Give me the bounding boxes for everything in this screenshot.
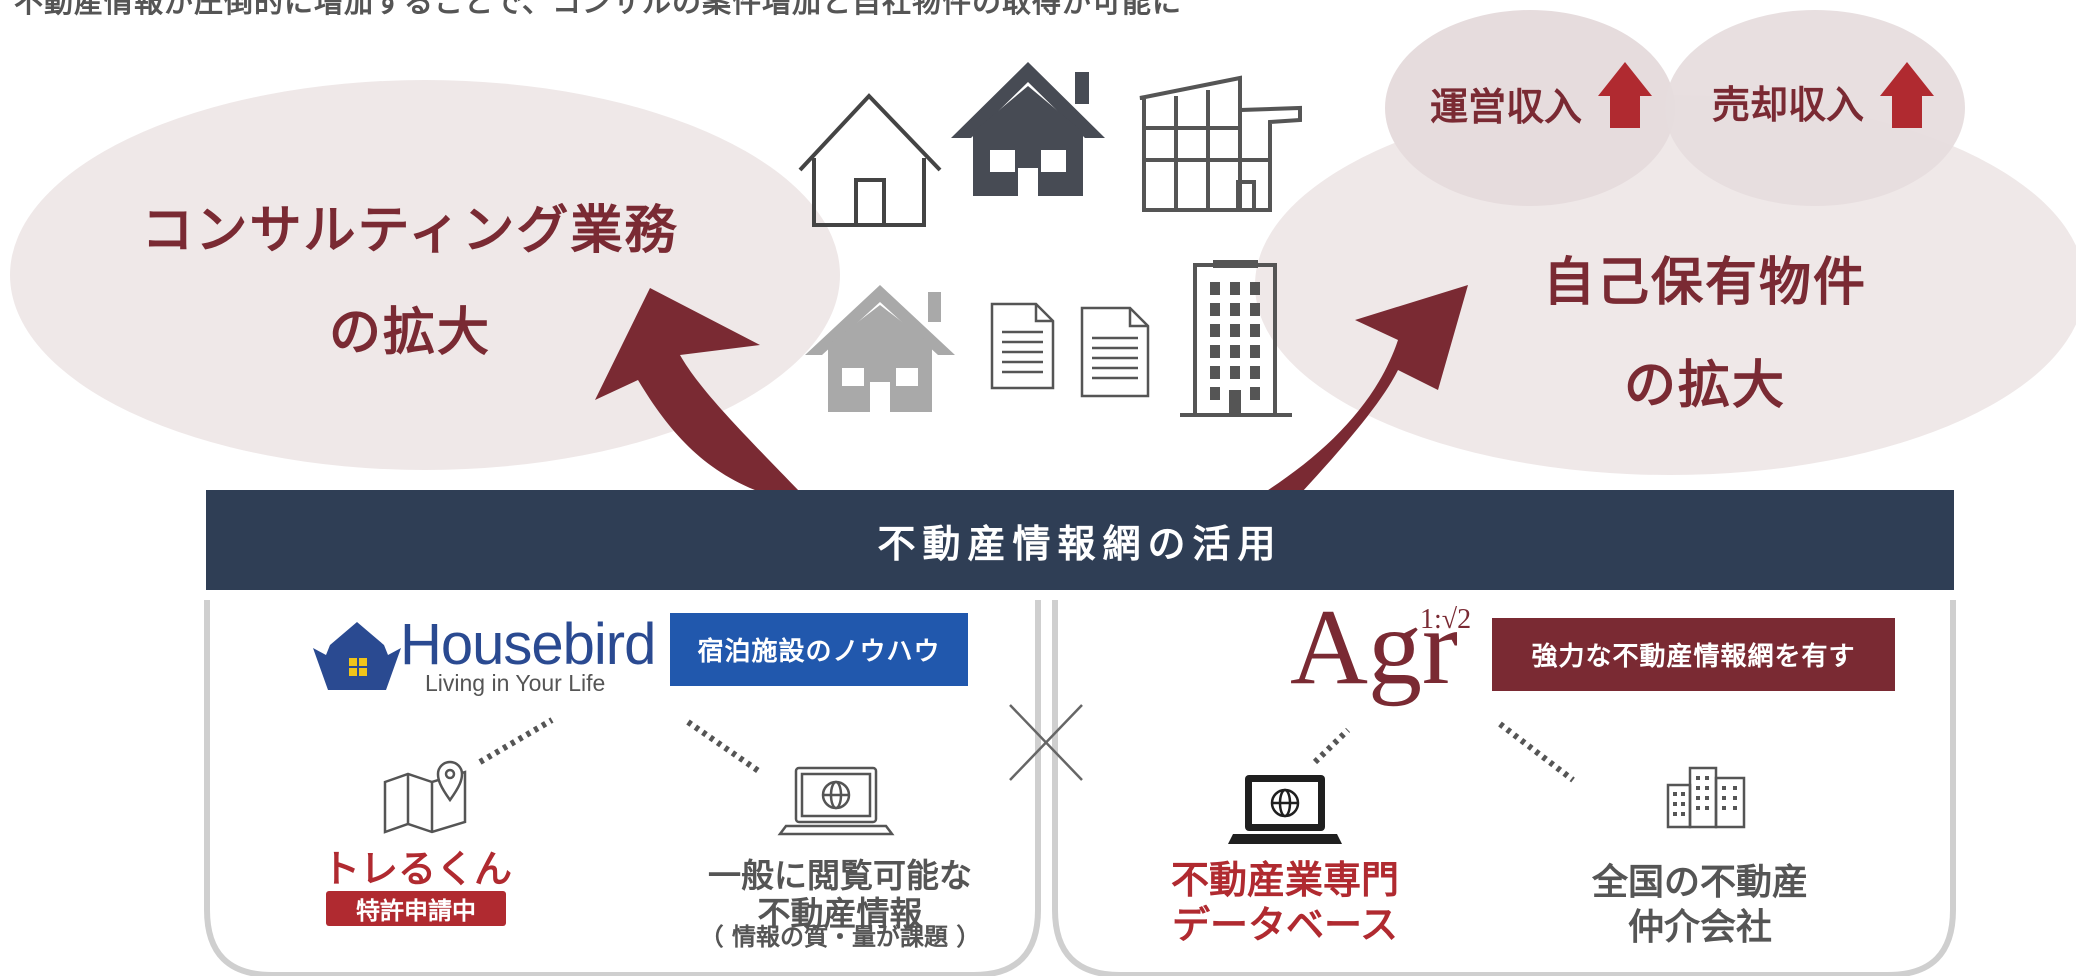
buildings-icon [1666,766,1746,829]
consulting-title: コンサルティング業務 [141,201,679,261]
housebird-tag: 宿泊施設のノウハウ [670,613,968,686]
connector-line [1312,727,1351,765]
consulting-subtitle: の拡大 [328,303,491,363]
database-line2: データベース [1171,903,1399,947]
up-arrow-icon [1598,62,1652,128]
cross-symbol [1009,704,1083,781]
laptop-globe-icon [777,766,895,836]
info-network-banner: 不動産情報網の活用 [206,490,1954,590]
owned-property-subtitle: の拡大 [1623,356,1786,416]
public-info-line1: 一般に閲覧可能な [708,856,972,895]
agr-tag: 強力な不動産情報網を有す [1492,618,1895,691]
operating-revenue-bubble [1385,10,1675,206]
laptop-globe-icon [1228,775,1342,844]
torerukun-label: トレるくん [321,847,512,891]
connector-line [1498,721,1575,783]
building-outline-icon [1139,75,1302,212]
connector-line [686,719,762,775]
document-icon [1080,306,1150,398]
office-tower-icon [1180,260,1292,417]
house-outline-icon [798,93,942,227]
up-arrow-icon [1880,62,1934,128]
patent-pending-badge: 特許申請中 [326,891,506,926]
left-curved-arrow [595,288,800,492]
housebird-logo-mark [313,622,401,690]
map-pin-icon [383,760,467,834]
database-line1: 不動産業専門 [1170,858,1399,902]
sales-revenue-label: 売却収入 [1712,83,1865,127]
agr-panel [1052,600,1956,976]
operating-revenue-label: 運営収入 [1430,85,1583,129]
agr-logo-superscript: 1:√2 [1420,604,1472,635]
public-info-note: （ 情報の質・量が課題 ） [699,923,981,951]
right-curved-arrow [1265,285,1468,492]
sales-revenue-bubble [1665,10,1965,206]
brokers-line1: 全国の不動産 [1591,862,1808,903]
housebird-logo-tagline: Living in Your Life [425,670,606,696]
housebird-panel [204,600,1041,976]
document-icon [990,302,1055,390]
brokers-line2: 仲介会社 [1627,907,1772,948]
house-dark-icon [951,62,1105,196]
agr-logo-name: Agr [1290,588,1458,707]
connector-line [478,717,554,765]
owned-property-title: 自己保有物件 [1542,253,1867,313]
housebird-logo-name: Housebird [400,612,656,677]
public-info-line2: 不動産情報 [757,894,923,933]
headline: 不動産情報が圧倒的に増加することで、コンサルの案件増加と自社物件の取得が可能に [14,0,1182,19]
house-gray-icon [805,285,955,412]
